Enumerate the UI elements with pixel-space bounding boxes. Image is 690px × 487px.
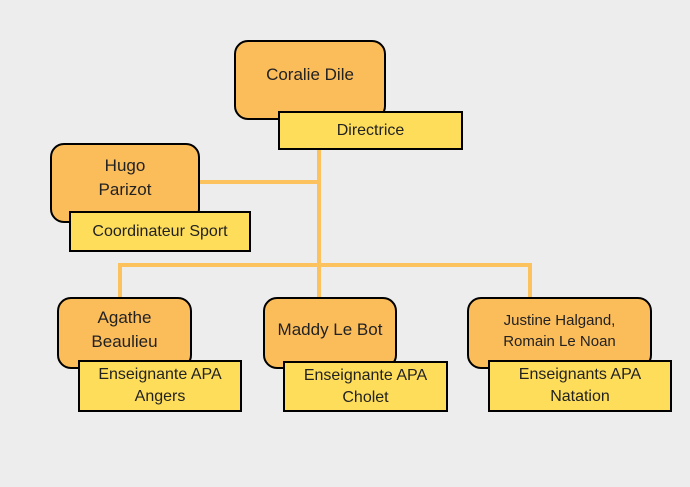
- coordinator-role-box: Coordinateur Sport: [69, 211, 251, 252]
- coordinator-role: Coordinateur Sport: [92, 222, 228, 240]
- director-name-box: Coralie Dile: [234, 40, 386, 120]
- teacher-1-name-box: Agathe Beaulieu: [57, 297, 192, 369]
- teacher-3-role: Enseignants APA Natation: [518, 366, 642, 405]
- teacher-2-role: Enseignante APA Cholet: [303, 366, 428, 406]
- teacher-3-name-box: Justine Halgand, Romain Le Noan: [467, 297, 652, 369]
- director-role: Directrice: [336, 121, 405, 139]
- director-role-box: Directrice: [278, 111, 463, 150]
- teacher-2-name: Maddy Le Bot: [277, 320, 383, 339]
- teacher-1-role: Enseignante APA Angers: [98, 366, 222, 405]
- coordinator-name-box: Hugo Parizot: [50, 143, 200, 223]
- teacher-3-name: Justine Halgand, Romain Le Noan: [503, 312, 616, 350]
- teacher-2-name-box: Maddy Le Bot: [263, 297, 397, 369]
- teacher-3-role-box: Enseignants APA Natation: [488, 360, 672, 412]
- coordinator-name: Hugo Parizot: [98, 156, 152, 199]
- director-name: Coralie Dile: [266, 65, 354, 84]
- teacher-1-role-box: Enseignante APA Angers: [78, 360, 242, 412]
- teacher-2-role-box: Enseignante APA Cholet: [283, 361, 448, 412]
- teacher-1-name: Agathe Beaulieu: [91, 308, 158, 351]
